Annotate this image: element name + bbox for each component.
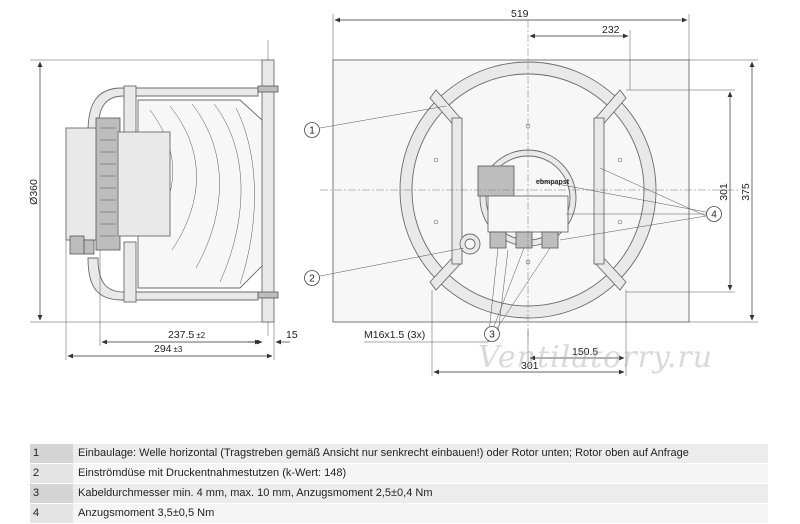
callout-4: 4 — [711, 210, 717, 221]
dim-front-bottom-width: 301 — [521, 360, 539, 372]
dim-front-height-inner: 301 — [718, 183, 730, 201]
motor-label: ebmpapst — [536, 179, 570, 186]
dim-front-half: 232 — [602, 24, 620, 36]
dim-front-bottom-half: 150.5 — [572, 346, 598, 358]
note-number: 3 — [30, 484, 73, 503]
note-row: 4 Anzugsmoment 3,5±0,5 Nm — [30, 504, 768, 523]
callouts: 1 2 3 4 — [304, 105, 722, 342]
note-number: 4 — [30, 504, 73, 523]
dim-front-width: 519 — [511, 8, 529, 20]
note-text: Einbaulage: Welle horizontal (Tragstrebe… — [73, 444, 768, 463]
note-row: 3 Kabeldurchmesser min. 4 mm, max. 10 mm… — [30, 484, 768, 503]
watermark: Ventilatorry.ru — [478, 340, 714, 375]
dim-diameter: Ø360 — [28, 179, 40, 205]
dim-depth-total-tol: ±3 — [174, 345, 183, 354]
note-row: 2 Einströmdüse mit Druckentnahmestutzen … — [30, 464, 768, 483]
callout-1: 1 — [309, 126, 315, 137]
side-view: Ø360 237.5±2 294±3 15 — [28, 40, 298, 360]
svg-text:237.5±2: 237.5±2 — [168, 329, 206, 341]
dim-depth-inner-tol: ±2 — [196, 331, 205, 340]
note-number: 2 — [30, 464, 73, 483]
note-row: 1 Einbaulage: Welle horizontal (Tragstre… — [30, 444, 768, 463]
dim-depth-inner: 237.5 — [168, 329, 194, 341]
technical-drawing: Ø360 237.5±2 294±3 15 — [28, 8, 758, 376]
thread-label: M16x1.5 (3x) — [364, 329, 425, 341]
note-text: Einströmdüse mit Druckentnahmestutzen (k… — [73, 464, 768, 483]
dim-front-height-total: 375 — [740, 183, 752, 201]
note-number: 1 — [30, 444, 73, 463]
dim-depth-total: 294 — [154, 343, 172, 355]
callout-3: 3 — [489, 330, 495, 341]
callout-2: 2 — [309, 274, 315, 285]
note-text: Anzugsmoment 3,5±0,5 Nm — [73, 504, 768, 523]
svg-text:294±3: 294±3 — [154, 343, 183, 355]
notes-table: 1 Einbaulage: Welle horizontal (Tragstre… — [30, 444, 768, 524]
front-view: ebmpapst 519 232 301 375 150.5 301 — [320, 8, 758, 376]
note-text: Kabeldurchmesser min. 4 mm, max. 10 mm, … — [73, 484, 768, 503]
dim-flange: 15 — [286, 329, 298, 341]
